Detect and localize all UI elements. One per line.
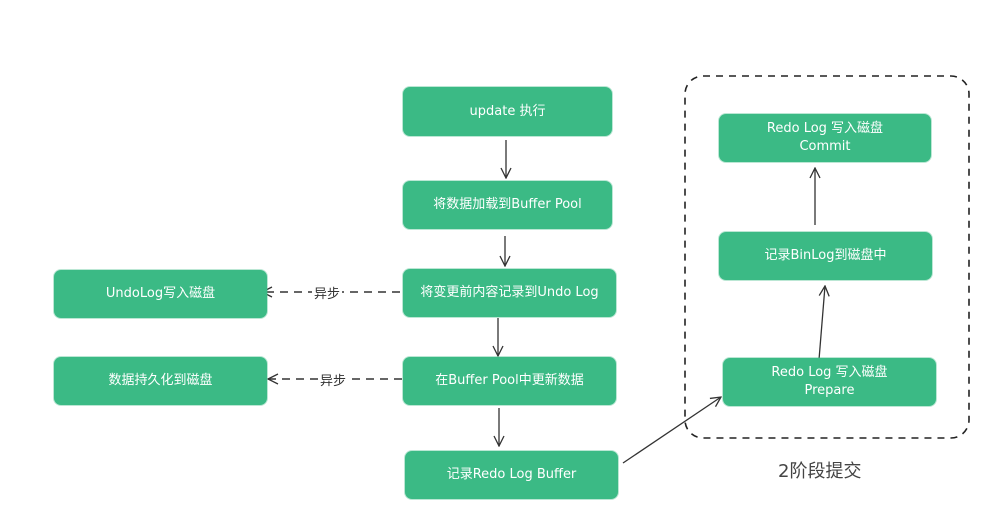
node-update-execute[interactable]: update 执行 [403, 87, 612, 136]
node-label-line1: Redo Log 写入磁盘 [771, 365, 888, 380]
two-phase-commit-group [684, 75, 970, 439]
node-label-line1: Redo Log 写入磁盘 [766, 121, 884, 136]
edge-prepare-to-binlog [817, 286, 825, 373]
group-caption: 2阶段提交 [778, 461, 862, 482]
node-redo-prepare[interactable]: Redo Log 写入磁盘 Prepare [723, 358, 936, 406]
edge-label-async-undo: 异步 [312, 283, 343, 302]
node-label: 记录BinLog到磁盘中 [764, 248, 887, 263]
node-redo-log-buffer[interactable]: 记录Redo Log Buffer [405, 451, 618, 499]
node-update-buffer-pool[interactable]: 在Buffer Pool中更新数据 [403, 357, 616, 405]
node-load-buffer-pool[interactable]: 将数据加载到Buffer Pool [403, 181, 612, 229]
node-label: UndoLog写入磁盘 [105, 286, 216, 301]
node-redo-commit[interactable]: Redo Log 写入磁盘 Commit [719, 114, 931, 162]
node-label: 将数据加载到Buffer Pool [433, 197, 582, 212]
node-label: 数据持久化到磁盘 [108, 373, 213, 388]
node-binlog-to-disk[interactable]: 记录BinLog到磁盘中 [719, 232, 932, 280]
node-label-line2: Commit [799, 139, 851, 154]
edge-label-async-persist: 异步 [318, 370, 349, 389]
node-label-line2: Prepare [804, 383, 855, 398]
edge-redo-buffer-to-prepare [622, 397, 721, 464]
node-label: 将变更前内容记录到Undo Log [420, 285, 599, 300]
node-label: 记录Redo Log Buffer [446, 467, 577, 482]
node-label: update 执行 [469, 103, 546, 119]
node-persist-to-disk[interactable]: 数据持久化到磁盘 [54, 357, 267, 405]
node-label: 在Buffer Pool中更新数据 [435, 373, 584, 388]
node-record-undo-log[interactable]: 将变更前内容记录到Undo Log [403, 269, 616, 317]
node-undo-log-to-disk[interactable]: UndoLog写入磁盘 [54, 270, 267, 318]
